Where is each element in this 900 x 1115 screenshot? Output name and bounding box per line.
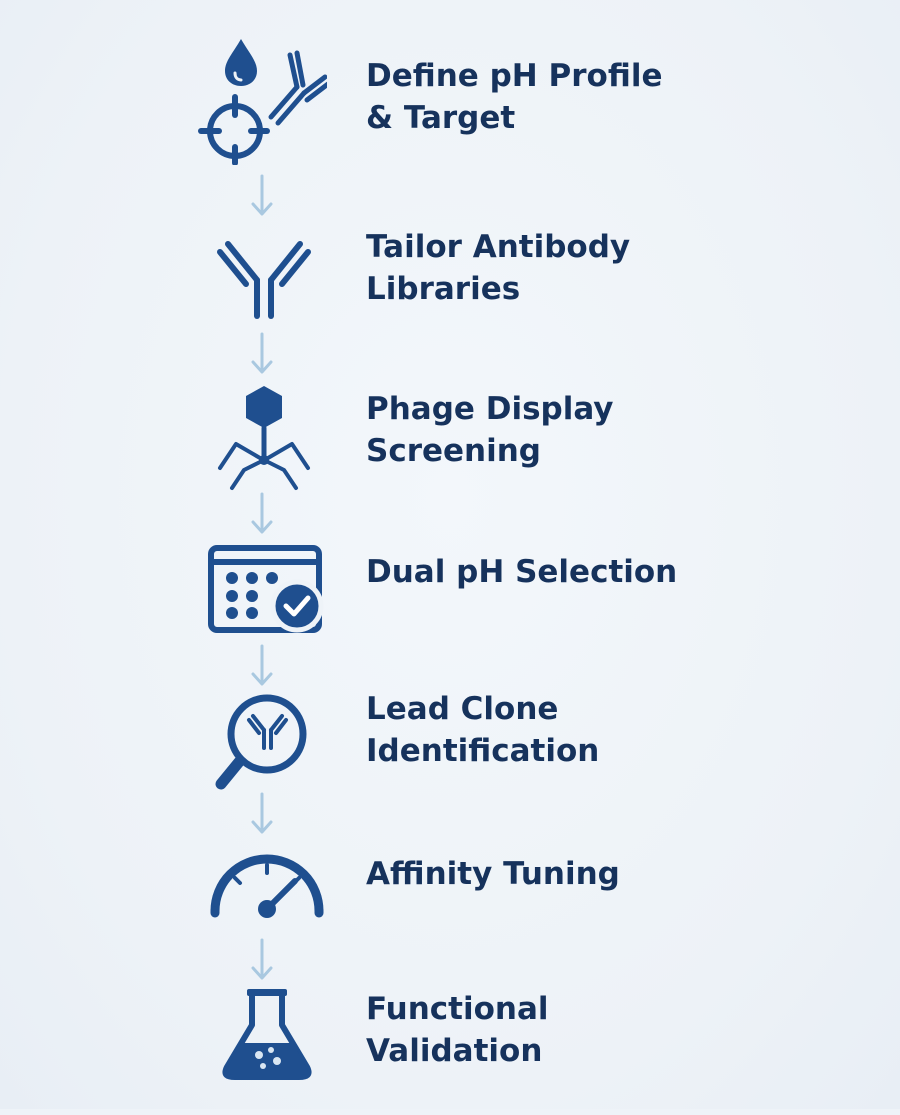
step-3-line-1: Phage Display <box>366 391 614 427</box>
magnifier-antibody-icon <box>205 690 335 820</box>
flow-arrow <box>250 938 274 982</box>
step-3-label: Phage Display Screening <box>366 388 614 472</box>
step-4-label: Dual pH Selection <box>366 551 677 593</box>
flow-arrow <box>250 332 274 376</box>
step-5-line-2: Identification <box>366 733 600 769</box>
phage-icon <box>200 380 330 510</box>
step-6-label: Affinity Tuning <box>366 853 620 895</box>
drop-target-antibody-icon <box>197 35 327 165</box>
step-7-label: Functional Validation <box>366 988 549 1072</box>
antibody-icon <box>200 220 330 350</box>
gauge-icon <box>205 845 335 975</box>
step-7-line-2: Validation <box>366 1033 543 1069</box>
step-3-line-2: Screening <box>366 433 541 469</box>
step-2-line-1: Tailor Antibody <box>366 229 631 265</box>
flow-arrow <box>250 792 274 836</box>
step-1-line-1: Define pH Profile <box>366 58 663 94</box>
step-6-line-1: Affinity Tuning <box>366 856 620 892</box>
step-7-line-1: Functional <box>366 991 549 1027</box>
step-1-label: Define pH Profile & Target <box>366 55 662 139</box>
plate-check-icon <box>205 540 335 670</box>
step-2-line-2: Libraries <box>366 271 521 307</box>
flask-icon <box>205 985 335 1115</box>
flow-arrow <box>250 492 274 536</box>
step-5-label: Lead Clone Identification <box>366 688 599 772</box>
flow-arrow <box>250 644 274 688</box>
flow-arrow <box>250 174 274 218</box>
step-2-label: Tailor Antibody Libraries <box>366 226 630 310</box>
step-5-line-1: Lead Clone <box>366 691 559 727</box>
step-1-line-2: & Target <box>366 100 516 136</box>
step-4-line-1: Dual pH Selection <box>366 554 678 590</box>
